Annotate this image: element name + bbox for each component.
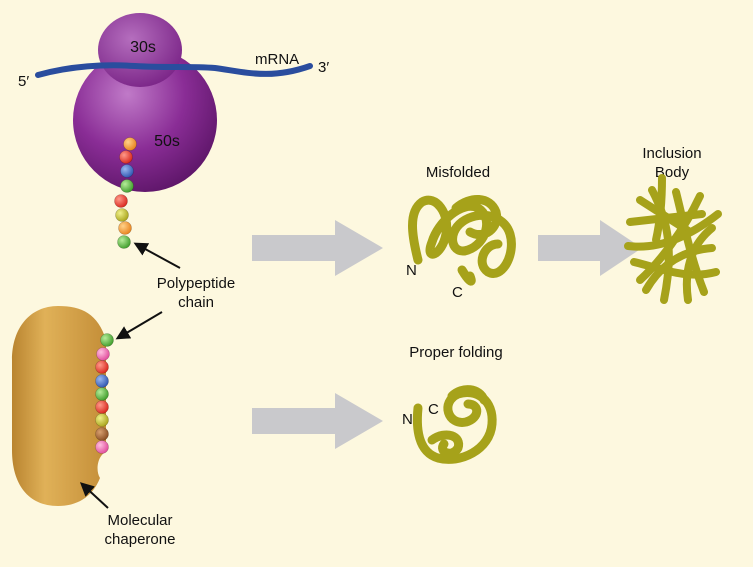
polypeptide-chain-ribosome	[114, 137, 137, 249]
ribosome-chain-bead	[120, 164, 134, 178]
chaperone-chain-bead	[95, 440, 109, 454]
proper-c-terminus: C	[428, 401, 439, 418]
polypeptide-pointer-arrow-lower	[115, 311, 163, 340]
proper-folding-label: Proper folding	[409, 344, 502, 361]
inclusion-body	[624, 174, 722, 304]
misfolded-n-terminus: N	[406, 262, 417, 279]
proper-n-terminus: N	[402, 411, 413, 428]
polypeptide-pointer-arrow	[133, 242, 181, 269]
ribosome-chain-bead	[123, 137, 137, 151]
chaperone-label-line1: Molecular	[107, 512, 172, 529]
chaperone-chain-bead	[95, 374, 109, 388]
molecular-chaperone	[12, 306, 106, 506]
ribosome-chain-bead	[115, 208, 129, 222]
misfolded-c-terminus: C	[452, 284, 463, 301]
chaperone-chain-bead	[95, 387, 109, 401]
polypeptide-label-line1: Polypeptide	[157, 275, 235, 292]
chaperone-chain-bead	[95, 400, 109, 414]
chaperone-chain-bead	[95, 427, 109, 441]
chaperone-label-line2: chaperone	[105, 531, 176, 548]
arrow-to-misfolded	[252, 220, 383, 276]
mrna-label: mRNA	[255, 51, 299, 68]
ribosome-large-subunit	[73, 48, 217, 192]
polypeptide-chain-chaperone	[95, 333, 114, 454]
chaperone-chain-bead	[95, 360, 109, 374]
ribosome-chain-bead	[117, 235, 131, 249]
inclusion-body-label-line1: Inclusion	[642, 145, 701, 162]
chaperone-pointer-arrow	[79, 482, 109, 509]
subunit-30s-label: 30s	[130, 39, 156, 56]
properly-folded-protein	[412, 385, 497, 464]
chaperone-chain-bead	[100, 333, 114, 347]
ribosome-chain-bead	[119, 150, 133, 164]
arrow-to-proper-folding	[252, 393, 383, 449]
ribosome: 30s 50s mRNA 5′ 3′	[18, 13, 329, 192]
ribosome-chain-bead	[120, 179, 134, 193]
three-prime-label: 3′	[318, 59, 329, 76]
mrna-strand	[35, 62, 313, 78]
ribosome-chain-bead	[118, 221, 132, 235]
misfolded-label: Misfolded	[426, 164, 490, 181]
chaperone-chain-bead	[95, 413, 109, 427]
five-prime-label: 5′	[18, 73, 29, 90]
subunit-50s-label: 50s	[154, 133, 180, 150]
polypeptide-label-line2: chain	[178, 294, 214, 311]
misfolded-protein	[408, 195, 516, 286]
ribosome-chain-bead	[114, 194, 128, 208]
arrow-to-inclusion-body	[538, 220, 642, 276]
chaperone-chain-bead	[96, 347, 110, 361]
